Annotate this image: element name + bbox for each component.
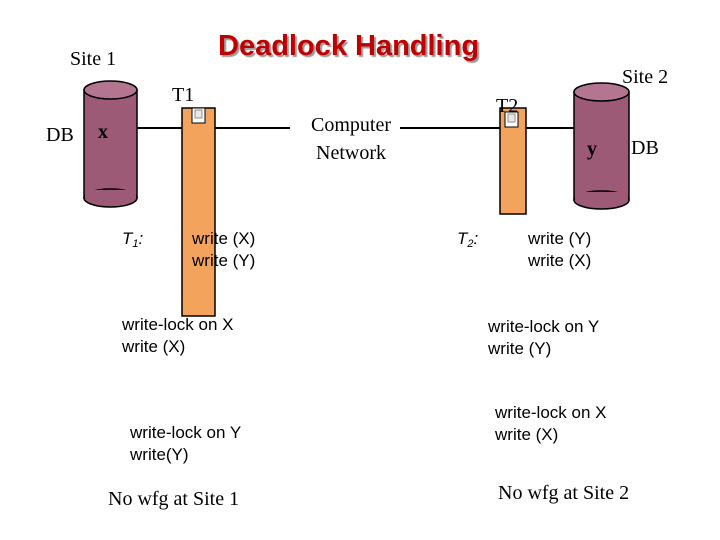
- t1-ops-label: T1:: [122, 229, 144, 250]
- t2-transaction-bar: [499, 107, 527, 215]
- t2-step1: write-lock on Y write (Y): [488, 317, 600, 358]
- t1-op: write (Y): [192, 251, 256, 270]
- site2-db-label: DB: [631, 137, 659, 159]
- t2-ops-label: T2:: [457, 229, 479, 250]
- site2-db-cylinder: [573, 82, 630, 210]
- t2-op: write (Y): [528, 229, 592, 248]
- site1-db-cylinder: [83, 80, 138, 208]
- t2-ops-list: write (Y) write (X): [528, 228, 591, 272]
- site1-item-label: x: [98, 121, 108, 143]
- t2-op: write (X): [528, 251, 592, 270]
- network-label-line2: Network: [316, 142, 386, 164]
- t2-step2: write-lock on X write (X): [495, 403, 607, 444]
- site1-db-label: DB: [46, 124, 74, 146]
- t1-result: No wfg at Site 1: [108, 488, 240, 510]
- t2-label: T2: [496, 95, 519, 117]
- t1-op: write (X): [192, 229, 256, 248]
- network-label: Computer Network: [296, 111, 406, 167]
- t1-transaction-bar: [181, 107, 216, 317]
- network-label-line1: Computer: [311, 114, 391, 136]
- t1-step1: write-lock on X write (X): [122, 315, 234, 356]
- page-title: Deadlock Handling: [218, 30, 480, 62]
- t1-step2: write-lock on Y write(Y): [130, 423, 242, 464]
- site2-label: Site 2: [622, 66, 669, 88]
- t2-result: No wfg at Site 2: [498, 482, 630, 504]
- t1-ops-list: write (X) write (Y): [192, 228, 255, 272]
- site2-item-label: y: [587, 138, 597, 160]
- t1-label: T1: [172, 84, 195, 106]
- site1-label: Site 1: [70, 48, 117, 70]
